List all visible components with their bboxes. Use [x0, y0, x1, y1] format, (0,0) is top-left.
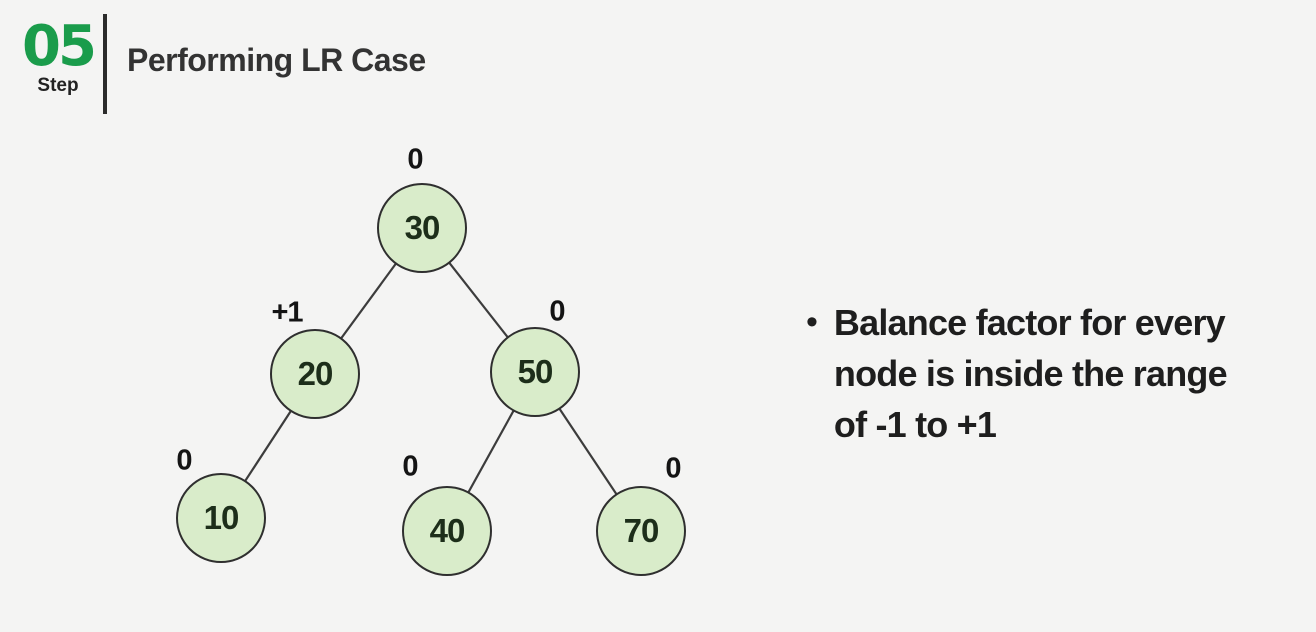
note-bullet-item: • Balance factor for every node is insid… [806, 297, 1228, 450]
balance-factor-label-10: 0 [176, 444, 192, 477]
step-label: Step [37, 75, 79, 96]
balance-factor-label-30: 0 [407, 143, 423, 176]
balance-factor-label-70: 0 [665, 452, 681, 485]
step-number: 05 [22, 14, 97, 79]
tree-node-30: 30 [377, 183, 467, 273]
step-block: 05 Step [10, 18, 106, 96]
tree-node-40: 40 [402, 486, 492, 576]
balance-factor-label-40: 0 [402, 450, 418, 483]
note-line: Balance factor for every [833, 302, 1226, 343]
tree-node-20: 20 [270, 329, 360, 419]
tree-node-10: 10 [176, 473, 266, 563]
bullet-icon: • [806, 303, 818, 341]
note-text: Balance factor for every node is inside … [833, 297, 1228, 450]
balance-factor-label-50: 0 [549, 295, 565, 328]
tree-node-70: 70 [596, 486, 686, 576]
note-line: node is inside the range [833, 353, 1228, 394]
tree-node-50: 50 [490, 327, 580, 417]
note-line: of -1 to +1 [833, 404, 997, 445]
header-divider [103, 14, 107, 114]
page-title: Performing LR Case [127, 42, 426, 78]
balance-factor-label-20: +1 [271, 296, 303, 329]
